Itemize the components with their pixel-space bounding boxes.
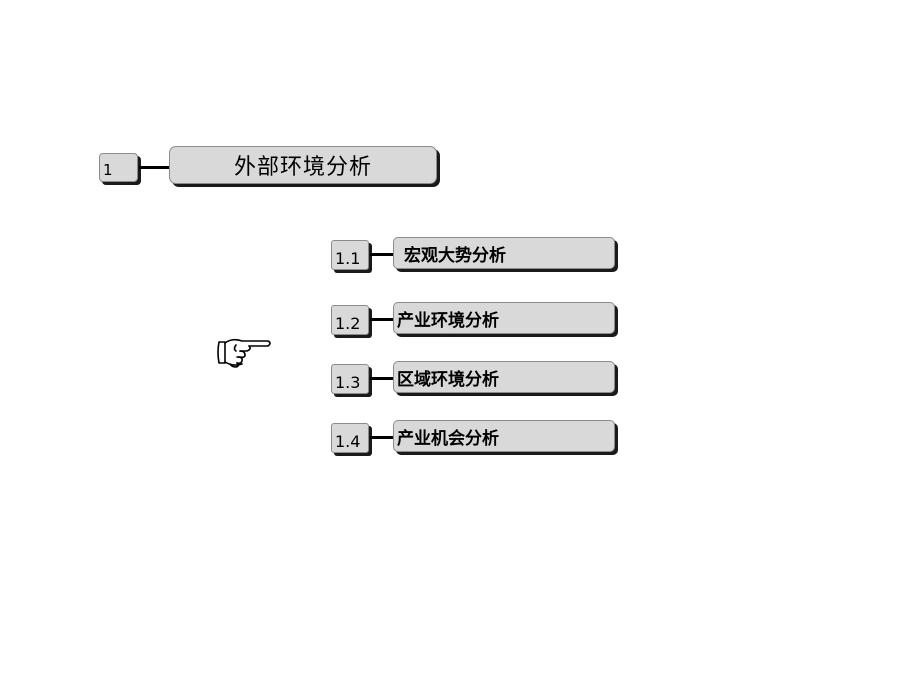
subsection-label-1-1: 宏观大势分析 bbox=[393, 237, 615, 269]
connector-line bbox=[370, 436, 394, 439]
subsection-number-1-2: 1.2 bbox=[331, 305, 369, 335]
section-title: 外部环境分析 bbox=[169, 146, 437, 184]
subsection-number-1-1: 1.1 bbox=[331, 240, 369, 270]
connector-line bbox=[370, 377, 394, 380]
subsection-number-1-3: 1.3 bbox=[331, 364, 369, 394]
pointing-hand-icon bbox=[217, 338, 271, 368]
subsection-label-1-4: 产业机会分析 bbox=[393, 420, 615, 452]
section-number: 1 bbox=[99, 153, 138, 182]
subsection-label-1-2: 产业环境分析 bbox=[393, 302, 615, 334]
subsection-number-1-4: 1.4 bbox=[331, 423, 369, 453]
subsection-label-1-3: 区域环境分析 bbox=[393, 361, 615, 393]
connector-line bbox=[370, 318, 394, 321]
connector-line bbox=[370, 253, 394, 256]
connector-line bbox=[139, 166, 169, 169]
